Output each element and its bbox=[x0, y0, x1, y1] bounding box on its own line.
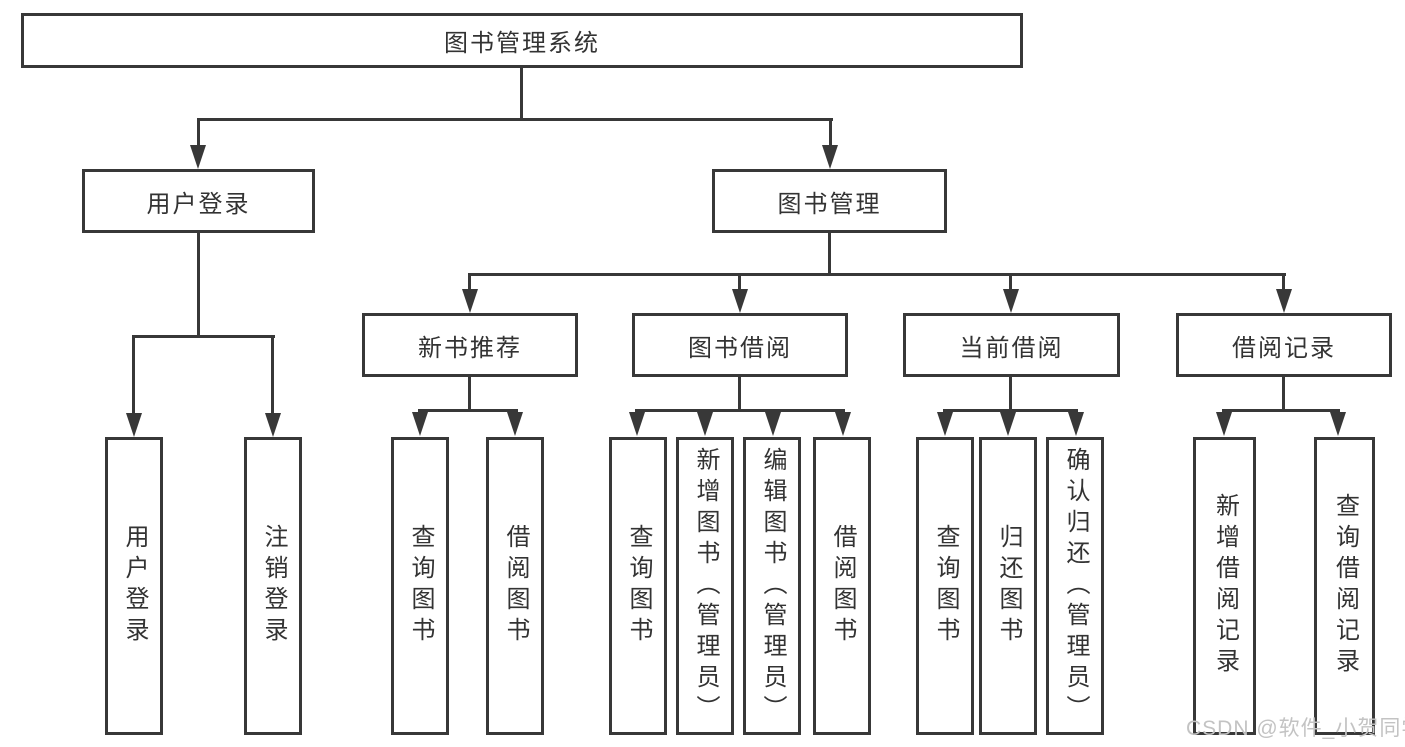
connector-line bbox=[738, 275, 741, 291]
connector-line bbox=[1282, 377, 1285, 412]
arrow-down-icon bbox=[1000, 412, 1016, 436]
connector-line bbox=[468, 275, 471, 291]
leaf-label: 借阅图书 bbox=[502, 524, 529, 648]
node-current-borrow: 当前借阅 bbox=[903, 313, 1120, 377]
connector-line bbox=[418, 409, 518, 412]
connector-line bbox=[520, 66, 523, 121]
leaf-label: 查询图书 bbox=[932, 524, 959, 648]
connector-line bbox=[635, 409, 845, 412]
node-new-book-recommend: 新书推荐 bbox=[362, 313, 578, 377]
leaf-query-borrow-record: 查询借阅记录 bbox=[1314, 437, 1375, 735]
connector-line bbox=[197, 119, 200, 148]
arrow-down-icon bbox=[1276, 289, 1292, 313]
leaf-label: 注销登录 bbox=[260, 524, 287, 648]
connector-line bbox=[271, 336, 274, 415]
node-book-management: 图书管理 bbox=[712, 169, 947, 233]
connector-line bbox=[468, 377, 471, 412]
connector-line bbox=[828, 233, 831, 276]
arrow-down-icon bbox=[1003, 289, 1019, 313]
arrow-down-icon bbox=[412, 412, 428, 436]
node-label: 新书推荐 bbox=[418, 334, 522, 362]
node-label: 图书管理系统 bbox=[444, 30, 600, 57]
connector-line bbox=[1282, 275, 1285, 291]
leaf-label: 确认归还（管理员） bbox=[1062, 446, 1089, 726]
connector-line bbox=[1009, 377, 1012, 412]
connector-line bbox=[132, 335, 275, 338]
leaf-borrow-books: 借阅图书 bbox=[813, 437, 871, 735]
connector-line bbox=[829, 119, 832, 148]
arrow-down-icon bbox=[1068, 412, 1084, 436]
arrow-down-icon bbox=[1216, 412, 1232, 436]
node-label: 当前借阅 bbox=[959, 334, 1064, 362]
leaf-user-login: 用户登录 bbox=[105, 437, 163, 735]
leaf-logout: 注销登录 bbox=[244, 437, 302, 735]
csdn-watermark: CSDN @软件_小贺同学 bbox=[1186, 717, 1405, 740]
arrow-down-icon bbox=[1330, 412, 1346, 436]
leaf-label: 新增借阅记录 bbox=[1211, 493, 1239, 679]
leaf-label: 编辑图书（管理员） bbox=[759, 446, 786, 726]
connector-line bbox=[468, 273, 1286, 276]
connector-line bbox=[197, 118, 833, 121]
connector-line bbox=[1222, 409, 1340, 412]
connector-line bbox=[132, 336, 135, 415]
arrow-down-icon bbox=[732, 289, 748, 313]
arrow-down-icon bbox=[697, 412, 713, 436]
leaf-label: 归还图书 bbox=[995, 524, 1022, 648]
arrow-down-icon bbox=[126, 413, 142, 437]
arrow-down-icon bbox=[265, 413, 281, 437]
node-book-management-system: 图书管理系统 bbox=[21, 13, 1023, 68]
leaf-label: 查询图书 bbox=[625, 524, 652, 648]
leaf-label: 查询图书 bbox=[407, 524, 434, 648]
node-label: 用户登录 bbox=[146, 190, 251, 218]
leaf-label: 查询借阅记录 bbox=[1331, 493, 1359, 679]
leaf-label: 借阅图书 bbox=[829, 524, 856, 648]
connector-line bbox=[738, 377, 741, 412]
connector-line bbox=[1009, 275, 1012, 291]
node-label: 图书管理 bbox=[777, 190, 882, 218]
node-label: 借阅记录 bbox=[1232, 334, 1336, 362]
node-borrow-records: 借阅记录 bbox=[1176, 313, 1392, 377]
arrow-down-icon bbox=[937, 412, 953, 436]
node-user-login: 用户登录 bbox=[82, 169, 315, 233]
connector-line bbox=[197, 233, 200, 338]
arrow-down-icon bbox=[462, 289, 478, 313]
arrow-down-icon bbox=[765, 412, 781, 436]
leaf-query-books-recommend: 查询图书 bbox=[391, 437, 449, 735]
arrow-down-icon bbox=[190, 145, 206, 169]
leaf-add-borrow-record: 新增借阅记录 bbox=[1193, 437, 1256, 735]
node-label: 图书借阅 bbox=[688, 334, 792, 362]
arrow-down-icon bbox=[822, 145, 838, 169]
arrow-down-icon bbox=[629, 412, 645, 436]
node-book-borrow: 图书借阅 bbox=[632, 313, 848, 377]
leaf-label: 用户登录 bbox=[121, 524, 148, 648]
leaf-edit-book-admin: 编辑图书（管理员） bbox=[743, 437, 801, 735]
leaf-query-books-borrow: 查询图书 bbox=[609, 437, 667, 735]
leaf-query-books-current: 查询图书 bbox=[916, 437, 974, 735]
connector-line bbox=[943, 409, 1078, 412]
leaf-label: 新增图书（管理员） bbox=[692, 446, 719, 726]
leaf-confirm-return-admin: 确认归还（管理员） bbox=[1046, 437, 1104, 735]
leaf-borrow-books-recommend: 借阅图书 bbox=[486, 437, 544, 735]
arrow-down-icon bbox=[835, 412, 851, 436]
arrow-down-icon bbox=[507, 412, 523, 436]
leaf-return-book: 归还图书 bbox=[979, 437, 1037, 735]
leaf-add-book-admin: 新增图书（管理员） bbox=[676, 437, 734, 735]
